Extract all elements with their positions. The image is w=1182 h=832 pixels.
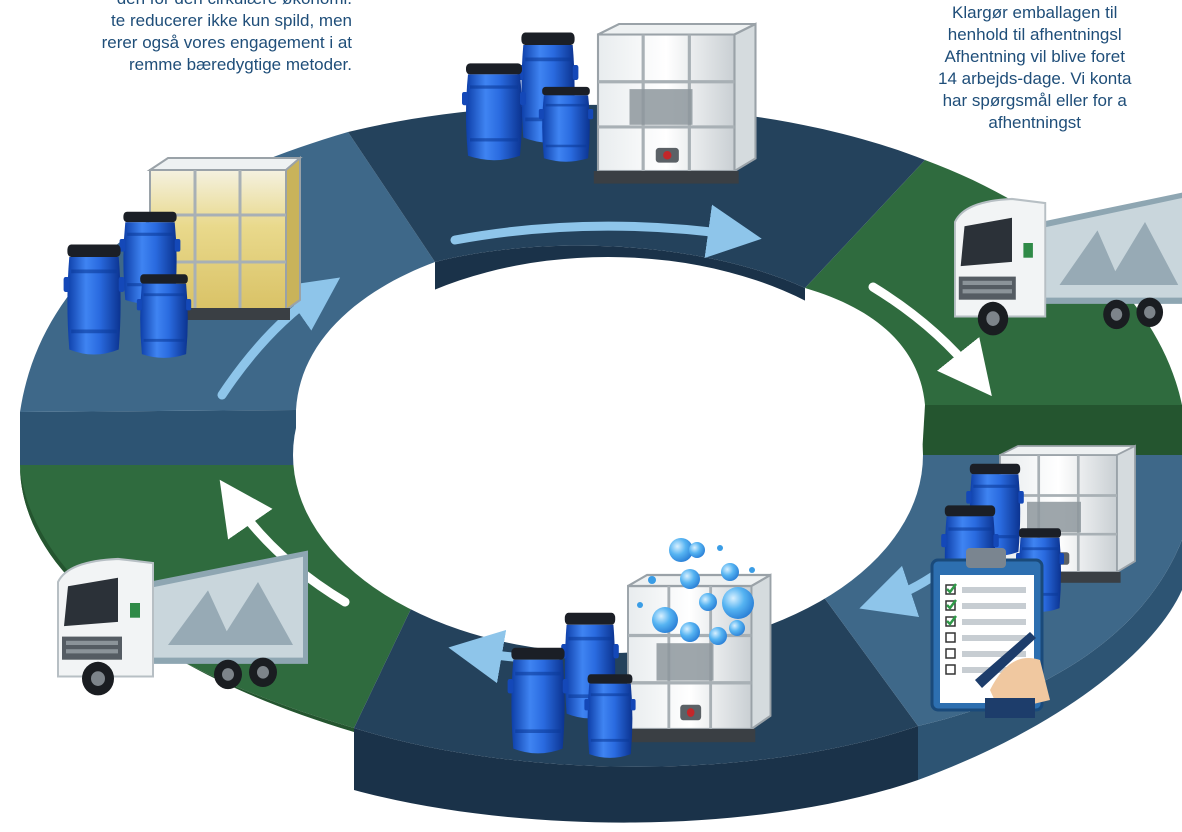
caption-left-line: te reducerer ikke kun spild, men [111, 11, 352, 30]
caption-left-line: remme bæredygtige metoder. [129, 55, 352, 74]
arrow-right-green-icon [868, 282, 992, 397]
caption-right-line: Afhentning vil blive foret [944, 47, 1125, 66]
caption-right-line: henhold til afhentningsl [947, 25, 1122, 44]
caption-right-line: Klargør emballagen til [952, 3, 1118, 22]
caption-right-line: afhentningst [988, 113, 1082, 132]
clipboard-checklist-icon [930, 548, 1050, 718]
caption-left-line: den for den cirkulære økonomi. [0, 0, 352, 10]
arrow-left-blue-icon [217, 277, 341, 400]
bubbles-icon [637, 538, 755, 645]
ibc-barrels-icon [63, 155, 303, 358]
caption-left: den for den cirkulære økonomi. te reduce… [0, 0, 352, 76]
caption-right: Klargør emballagen til henhold til afhen… [938, 2, 1131, 134]
caption-right-line: har spørgsmål eller for a [942, 91, 1127, 110]
caption-right-line: 14 arbejds-dage. Vi konta [938, 69, 1132, 88]
ring-center [293, 257, 923, 653]
caption-left-line: rerer også vores engagement i at [101, 33, 352, 52]
arrow-top-icon [450, 204, 762, 259]
